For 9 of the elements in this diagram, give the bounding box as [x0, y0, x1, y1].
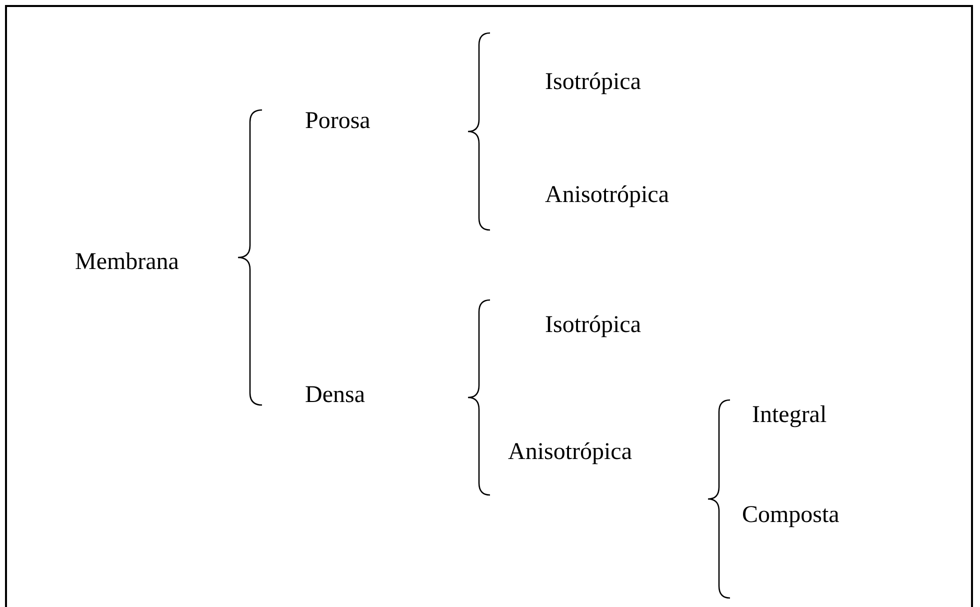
category-label: Isotrópica	[545, 68, 641, 96]
category-label: Densa	[305, 381, 365, 409]
category-label: Anisotrópica	[508, 438, 632, 466]
category-label: Composta	[742, 501, 840, 529]
category-label: Anisotrópica	[545, 181, 669, 209]
category-label: Integral	[752, 401, 827, 429]
category-label: Membrana	[75, 248, 179, 276]
category-label: Porosa	[305, 107, 370, 135]
category-label: Isotrópica	[545, 311, 641, 339]
